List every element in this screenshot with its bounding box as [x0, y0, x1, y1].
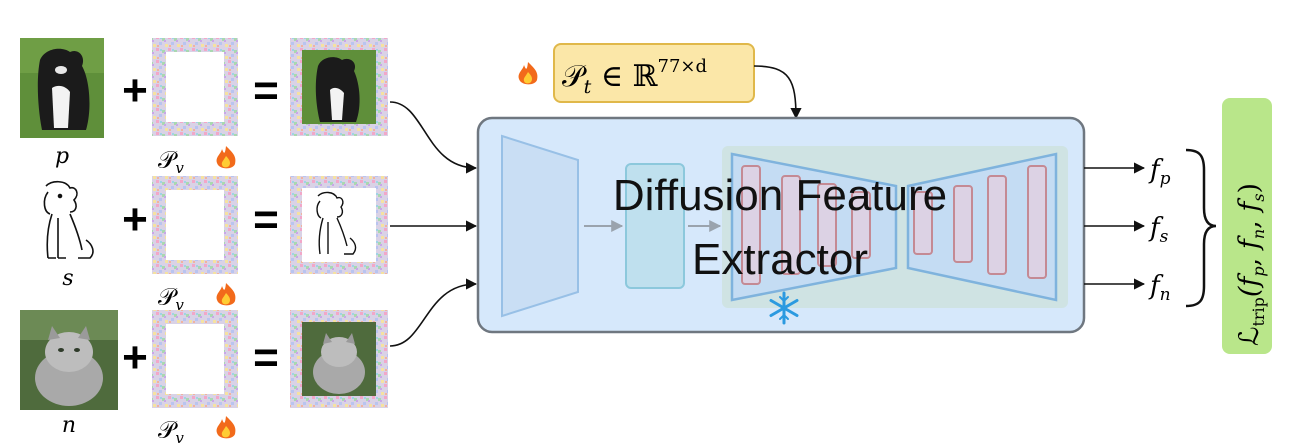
visual-prompt-label: 𝒫v — [158, 416, 184, 446]
fire-icon — [216, 283, 236, 306]
fire-icon — [518, 62, 538, 85]
extractor-title-line2: Extractor — [692, 235, 868, 284]
fire-icon — [216, 416, 236, 439]
output-brace — [1185, 148, 1217, 308]
plus-operator: + — [122, 333, 148, 382]
prompted-sketch-image — [290, 176, 388, 274]
row-label-n: n — [62, 413, 76, 438]
plus-operator: + — [122, 195, 148, 244]
visual-prompt-label: 𝒫v — [158, 283, 184, 314]
latent-block — [625, 163, 685, 289]
fire-icon — [216, 146, 236, 169]
triplet-loss-box: ℒtrip(fp, fn, fs) — [1222, 98, 1272, 354]
encoder-block — [501, 134, 579, 318]
triplet-loss-label: ℒtrip(fp, fn, fs) — [1234, 183, 1268, 346]
unet-down-bars — [741, 165, 871, 285]
text-prompt-box: 𝒫t ∈ ℝ77×d — [553, 43, 755, 103]
dog-sketch-image — [43, 180, 94, 259]
output-arrows — [1084, 162, 1146, 290]
dog-photo-image — [20, 38, 104, 138]
cat-photo-image — [20, 310, 118, 410]
row-sketch: s + 𝒫v = — [43, 176, 388, 314]
row-label-p: p — [55, 144, 69, 169]
arrow-row3 — [389, 278, 478, 347]
unet-up-block — [906, 152, 1058, 302]
row-positive: p + 𝒫v = — [20, 38, 388, 177]
diffusion-feature-extractor: Diffusion Feature Extractor — [476, 116, 1086, 334]
prompted-cat-image — [290, 310, 388, 408]
input-arrows — [389, 101, 478, 347]
equals-operator: = — [253, 333, 279, 382]
unet-down-block — [730, 152, 898, 302]
arrow-row1 — [389, 101, 478, 174]
equals-operator: = — [253, 195, 279, 244]
text-prompt-label: 𝒫t ∈ ℝ77×d — [562, 56, 707, 98]
row-negative: n + 𝒫v = — [20, 310, 388, 446]
output-fn: fn — [1148, 271, 1171, 305]
prompt-arrow — [753, 65, 802, 120]
unet-up-bars — [913, 165, 1047, 279]
equals-operator: = — [253, 66, 279, 115]
visual-prompt-frame — [152, 176, 238, 274]
prompted-dog-image — [290, 38, 388, 136]
output-fp: fp — [1148, 155, 1171, 189]
row-label-s: s — [62, 266, 73, 291]
visual-prompt-label: 𝒫v — [158, 146, 184, 177]
visual-prompt-frame — [152, 310, 238, 408]
extractor-title-line1: Diffusion Feature — [613, 171, 947, 220]
snowflake-icon — [769, 291, 799, 325]
visual-prompt-frame — [152, 38, 238, 136]
plus-operator: + — [122, 66, 148, 115]
output-fs: fs — [1148, 213, 1169, 247]
